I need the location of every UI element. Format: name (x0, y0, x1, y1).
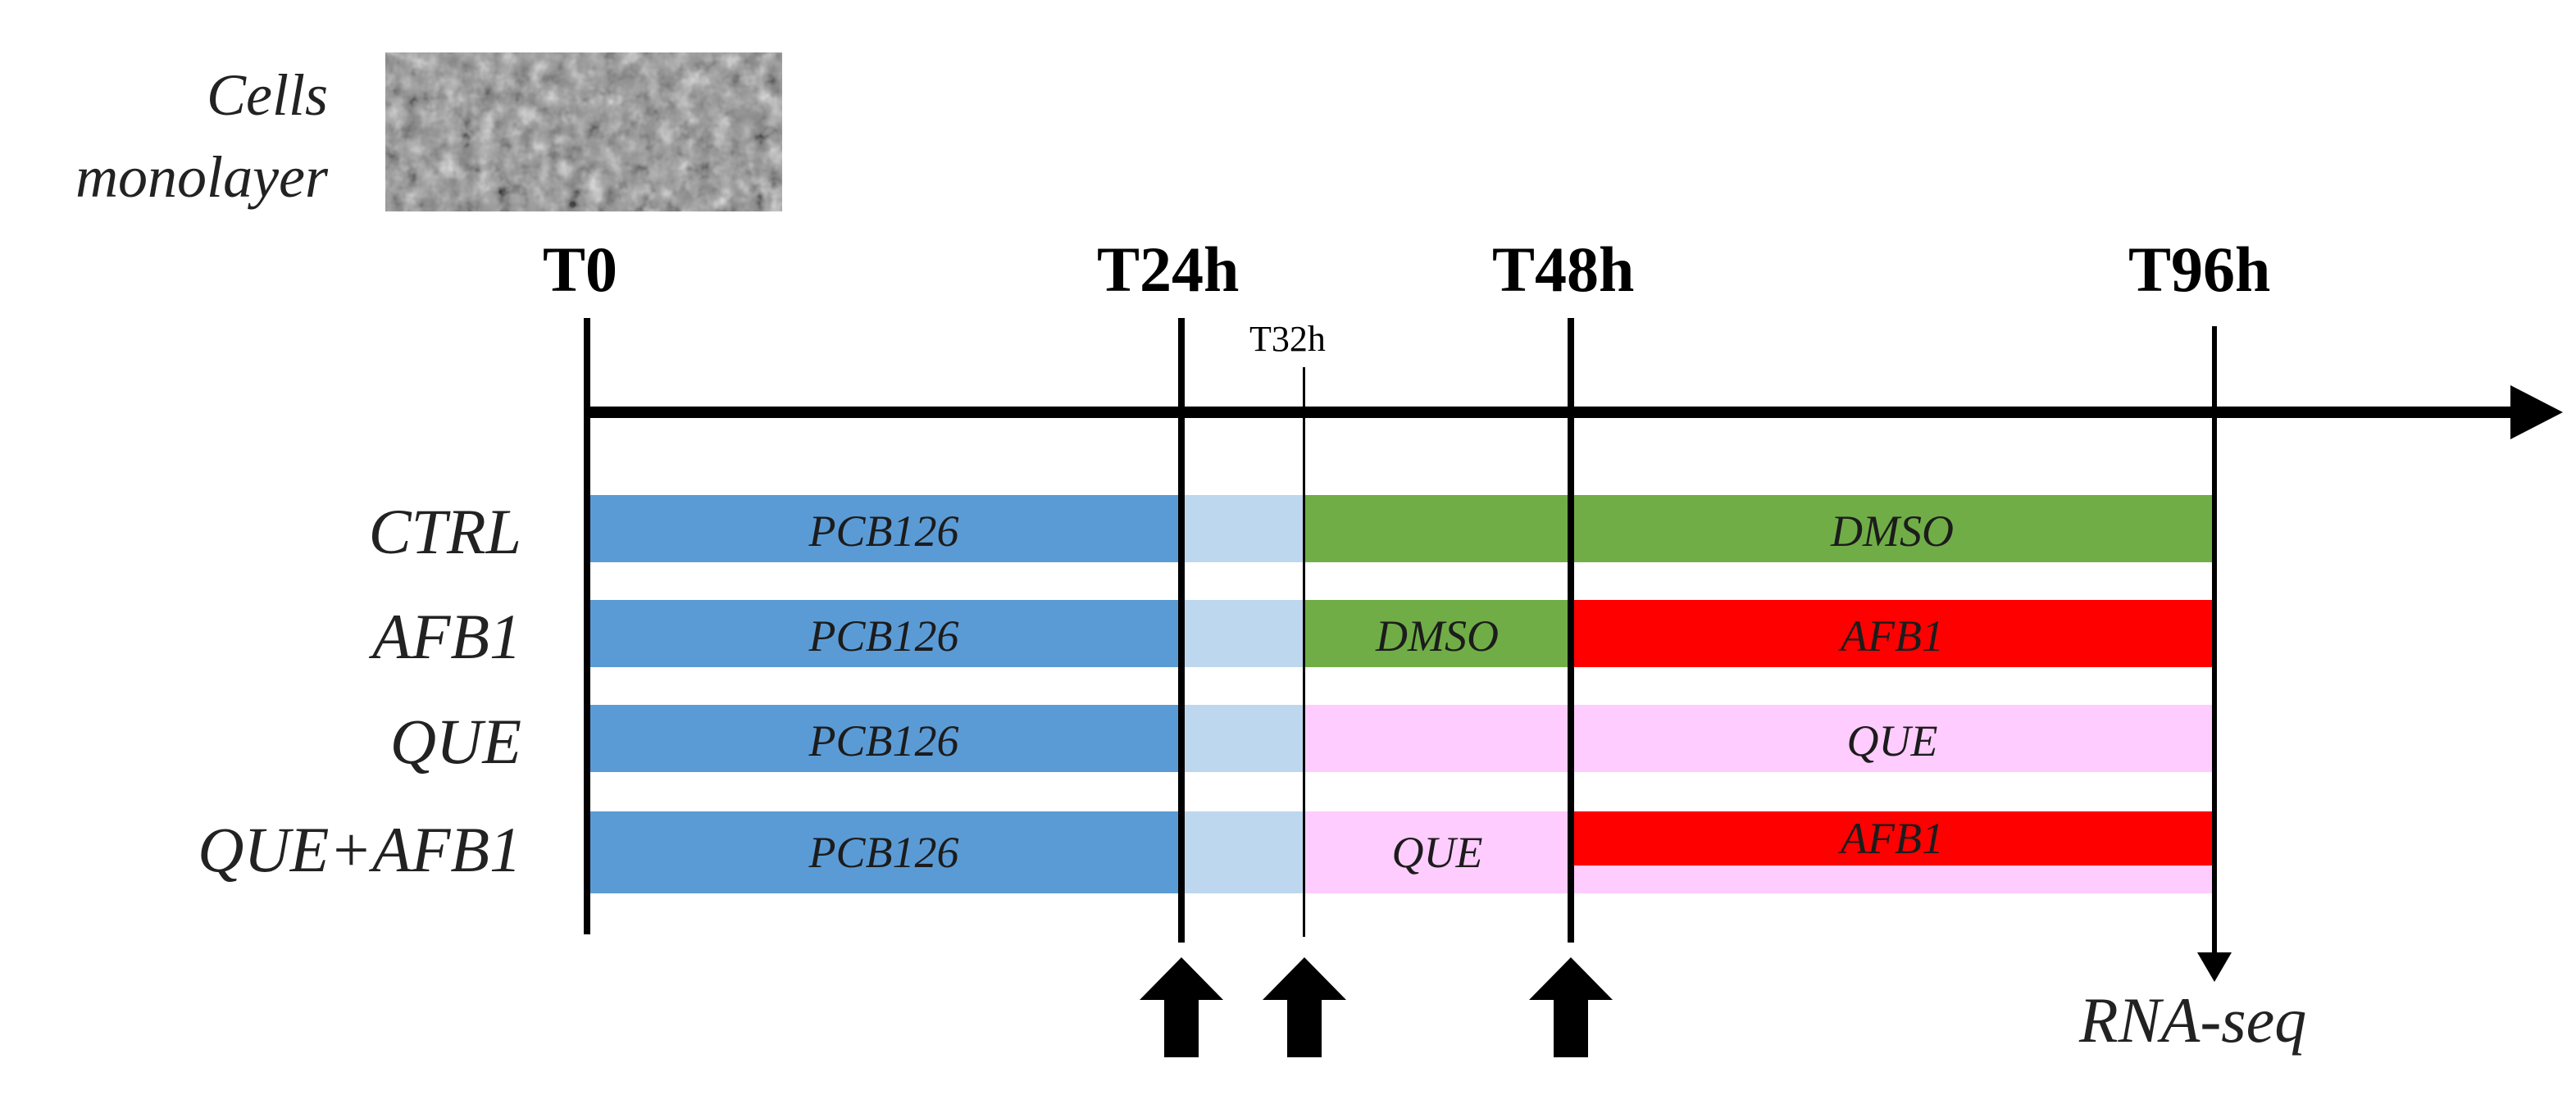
bar-label-que-que: QUE (1846, 716, 1938, 766)
bar-segment-row1-seg1 (587, 495, 1181, 562)
row-label-que-afb1: QUE+AFB1 (198, 814, 521, 885)
bar-segment-row2-seg2 (1181, 600, 1304, 667)
bar-label-que-afb1-afb1: AFB1 (1841, 814, 1944, 863)
rna-seq-label: RNA-seq (2079, 984, 2307, 1056)
timepoint-t48-label: T48h (1492, 234, 1635, 305)
up-arrow-icon (1529, 957, 1613, 1057)
bar-segment-row3-seg2 (1181, 705, 1304, 772)
bar-segment-row2-seg3 (1304, 600, 1571, 667)
t96-line (2212, 326, 2217, 961)
bar-segment-row2-seg1 (587, 600, 1181, 667)
rna-seq-arrowhead-icon (2197, 952, 2232, 982)
bar-segment-row3-seg3 (1304, 705, 2214, 772)
bar-label-afb1-afb1: AFB1 (1841, 611, 1944, 661)
timepoint-t96-label: T96h (2128, 234, 2271, 305)
t0-line (584, 318, 590, 934)
bar-segment-row3-seg1 (587, 705, 1181, 772)
up-arrow-icon (1263, 957, 1346, 1057)
treatment-bars (587, 495, 2214, 893)
t24-line (1178, 318, 1185, 943)
bar-segment-row4-seg2 (1181, 811, 1304, 893)
up-arrow-icon (1140, 957, 1223, 1057)
bar-segment-row2-seg4 (1571, 600, 2214, 667)
bar-segment-row1-seg3 (1304, 495, 2214, 562)
bar-label-ctrl-dmso: DMSO (1831, 507, 1954, 556)
time-axis (587, 407, 2522, 418)
timepoint-t24-label: T24h (1097, 234, 1240, 305)
bar-segment-row4-seg4 (1571, 811, 2214, 866)
row-label-afb1: AFB1 (372, 601, 521, 672)
bar-label-afb1-dmso: DMSO (1376, 611, 1499, 661)
cells-monolayer-image (385, 52, 782, 211)
t32-line (1303, 367, 1305, 937)
bar-segment-row1-seg2 (1181, 495, 1304, 562)
cells-label-line2: monolayer (75, 144, 328, 210)
bar-label-que-afb1-pcb126: PCB126 (808, 828, 959, 877)
row-label-ctrl: CTRL (368, 496, 521, 567)
t48-line (1568, 318, 1574, 943)
bar-label-que-afb1-que: QUE (1391, 828, 1483, 877)
bar-segment-row4-seg1 (587, 811, 1181, 893)
bar-label-afb1-pcb126: PCB126 (808, 611, 959, 661)
timepoint-t32-label: T32h (1249, 319, 1326, 359)
bar-label-que-pcb126: PCB126 (808, 716, 959, 766)
bar-label-ctrl-pcb126: PCB126 (808, 507, 959, 556)
row-label-que: QUE (389, 706, 521, 777)
time-axis-arrowhead-icon (2510, 385, 2563, 439)
timepoint-t0-label: T0 (543, 234, 618, 305)
cells-label-line1: Cells (206, 62, 328, 128)
